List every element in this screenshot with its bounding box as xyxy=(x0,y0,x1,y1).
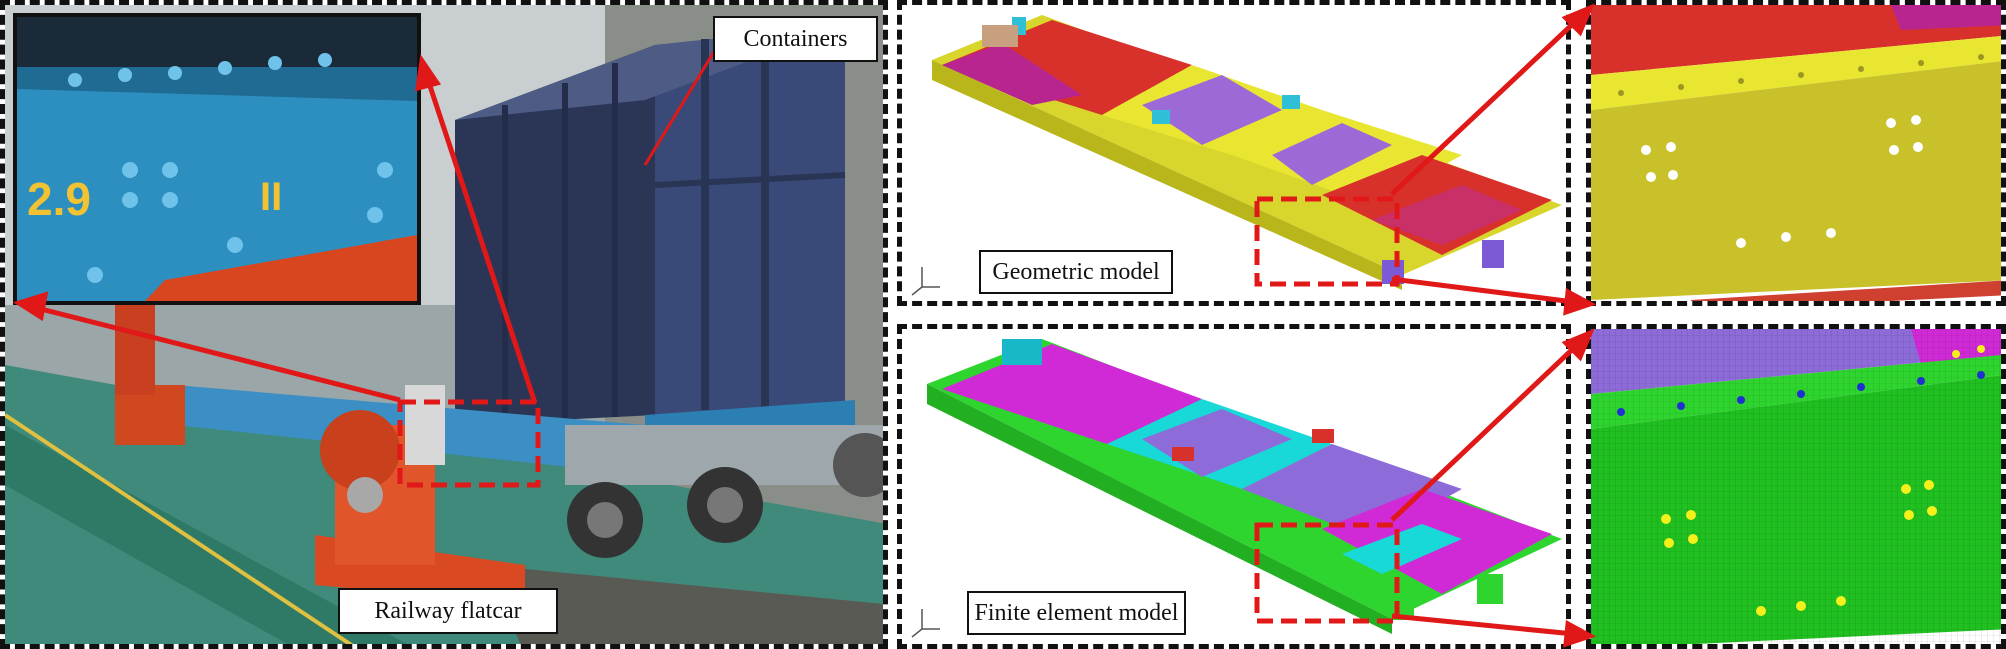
railway-flatcar-label: Railway flatcar xyxy=(338,588,558,634)
inset-mark-text: II xyxy=(260,175,282,219)
photo-zoom-region xyxy=(397,399,541,488)
geometric-model-panel: Geometric model xyxy=(897,0,1571,306)
finite-element-model-label: Finite element model xyxy=(967,591,1186,635)
inset-number-text: 2.9 xyxy=(27,173,91,225)
containers-label: Containers xyxy=(713,16,878,62)
photo-inset: 2.9 II xyxy=(13,13,421,305)
fe-model-panel: Finite element model xyxy=(897,324,1571,649)
fe-zoom-region xyxy=(1254,522,1400,624)
fe-zoom-illustration xyxy=(1591,329,2001,644)
geometric-zoom-panel xyxy=(1586,0,2006,306)
lift-jack xyxy=(115,305,525,605)
photo-panel: 2.9 II Containers Railway flatcar xyxy=(0,0,888,649)
fe-zoom-panel xyxy=(1586,324,2006,649)
geometric-zoom-illustration xyxy=(1591,5,2001,301)
photo-arrows xyxy=(13,49,717,404)
geometric-zoom-region xyxy=(1254,196,1400,287)
photo-illustration: 2.9 II xyxy=(5,5,883,644)
geometric-model-label: Geometric model xyxy=(979,250,1173,294)
